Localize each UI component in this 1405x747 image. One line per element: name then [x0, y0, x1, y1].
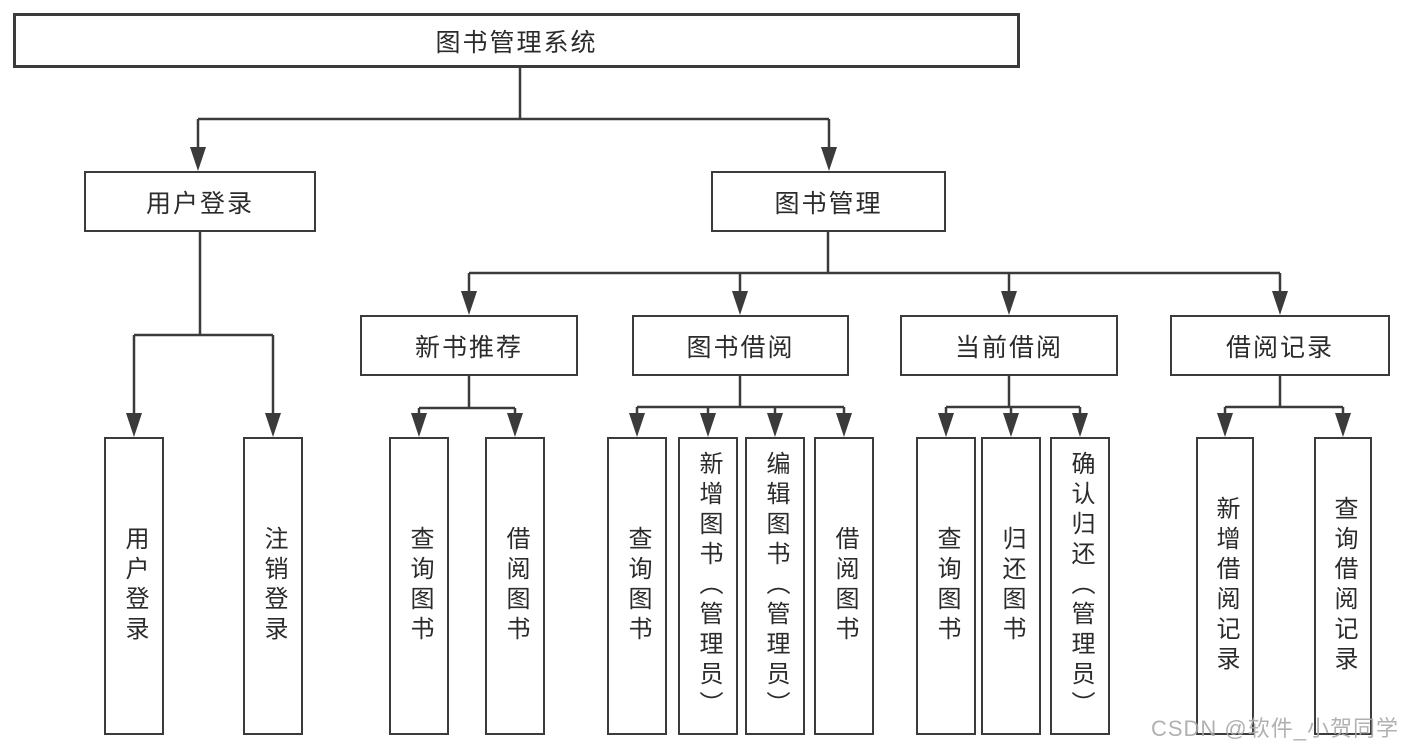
node-leaf-add-books-admin: 新增图书（管理员） — [678, 437, 738, 735]
node-leaf-return-books: 归还图书 — [981, 437, 1041, 735]
node-leaf-edit-books-admin: 编辑图书（管理员） — [745, 437, 805, 735]
node-leaf-query-borrow-record: 查询借阅记录 — [1314, 437, 1372, 735]
node-leaf-return-books-label: 归还图书 — [998, 526, 1025, 646]
node-borrowing-records: 借阅记录 — [1170, 315, 1390, 376]
node-book-borrowing-label: 图书借阅 — [686, 333, 795, 362]
node-current-borrowing: 当前借阅 — [900, 315, 1118, 376]
node-leaf-confirm-return-admin: 确认归还（管理员） — [1050, 437, 1110, 735]
node-new-book-recommend: 新书推荐 — [360, 315, 578, 376]
node-user-login-label: 用户登录 — [145, 189, 254, 218]
node-leaf-query-books-borrowing: 查询图书 — [607, 437, 667, 735]
node-borrowing-records-label: 借阅记录 — [1225, 333, 1334, 362]
node-leaf-add-books-admin-label: 新增图书（管理员） — [695, 451, 722, 721]
node-leaf-query-books-recommend-label: 查询图书 — [406, 526, 433, 646]
csdn-watermark: CSDN @软件_小贺同学 — [1150, 716, 1399, 741]
node-leaf-confirm-return-admin-label: 确认归还（管理员） — [1067, 451, 1094, 721]
node-leaf-user-login-label: 用户登录 — [121, 526, 148, 646]
node-root-label: 图书管理系统 — [435, 28, 598, 57]
node-leaf-query-books-current-label: 查询图书 — [933, 526, 960, 646]
node-leaf-user-login: 用户登录 — [104, 437, 164, 735]
node-leaf-borrow-books-recommend: 借阅图书 — [485, 437, 545, 735]
node-leaf-logout: 注销登录 — [243, 437, 303, 735]
node-root-library-system: 图书管理系统 — [13, 13, 1020, 68]
node-leaf-edit-books-admin-label: 编辑图书（管理员） — [762, 451, 789, 721]
node-leaf-query-books-current: 查询图书 — [916, 437, 976, 735]
node-leaf-query-books-recommend: 查询图书 — [389, 437, 449, 735]
node-leaf-logout-label: 注销登录 — [260, 526, 287, 646]
node-leaf-add-borrow-record-label: 新增借阅记录 — [1212, 496, 1239, 676]
node-new-book-recommend-label: 新书推荐 — [414, 333, 523, 362]
node-leaf-query-books-borrowing-label: 查询图书 — [624, 526, 651, 646]
node-user-login-module: 用户登录 — [84, 171, 316, 232]
node-current-borrowing-label: 当前借阅 — [954, 333, 1063, 362]
node-leaf-borrow-books-label: 借阅图书 — [831, 526, 858, 646]
node-leaf-borrow-books: 借阅图书 — [814, 437, 874, 735]
node-book-borrowing: 图书借阅 — [632, 315, 849, 376]
node-book-management-module: 图书管理 — [711, 171, 946, 232]
node-leaf-query-borrow-record-label: 查询借阅记录 — [1330, 496, 1357, 676]
node-leaf-add-borrow-record: 新增借阅记录 — [1196, 437, 1254, 735]
node-book-management-label: 图书管理 — [774, 189, 883, 218]
node-leaf-borrow-books-recommend-label: 借阅图书 — [502, 526, 529, 646]
